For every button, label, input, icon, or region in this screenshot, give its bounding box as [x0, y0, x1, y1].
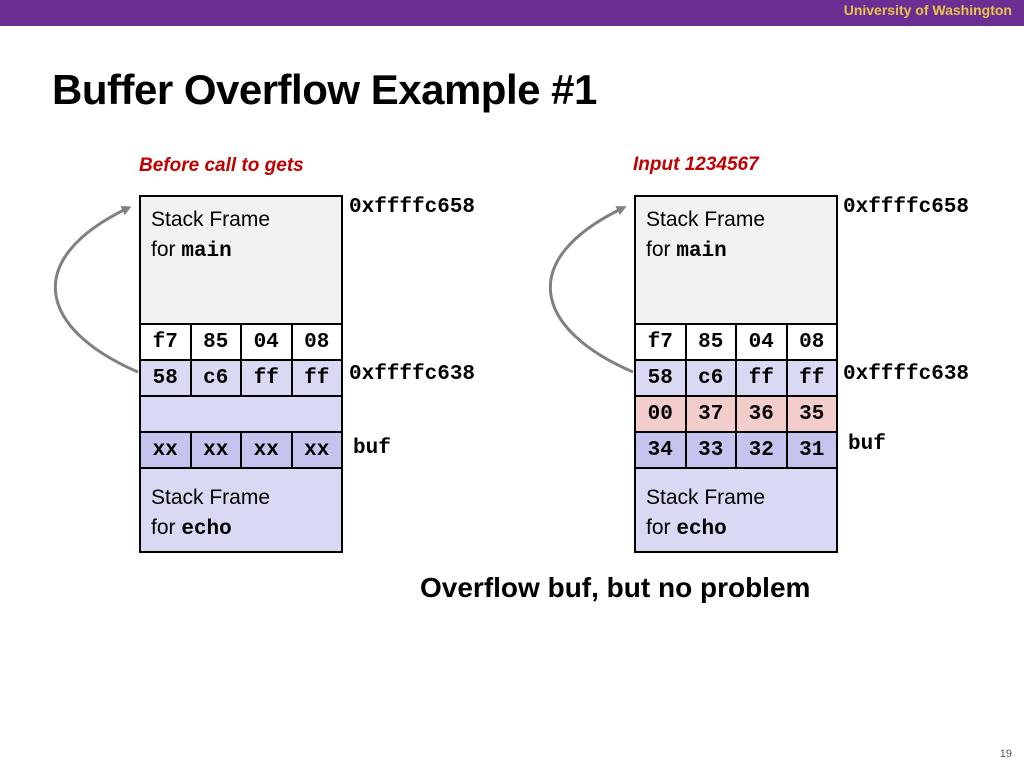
left-byte: c6 — [192, 361, 242, 395]
right-byte: 37 — [687, 397, 737, 431]
left-arrow — [53, 206, 139, 374]
right-byte: 00 — [636, 397, 687, 431]
right-buf-row: 34 33 32 31 — [636, 433, 836, 469]
left-byte: xx — [141, 433, 192, 467]
right-byte: 36 — [737, 397, 788, 431]
left-caption: Before call to gets — [139, 155, 304, 176]
right-row-2: 58 c6 ff ff — [636, 361, 836, 397]
left-main-frame: Stack Frame for main — [141, 197, 341, 325]
left-byte: xx — [192, 433, 242, 467]
page-number: 19 — [999, 748, 1012, 760]
left-main-frame-prefix: for — [151, 238, 182, 261]
right-echo-frame-code: echo — [676, 518, 727, 541]
left-byte: 08 — [304, 330, 330, 354]
overflow-note: Overflow buf, but no problem — [420, 572, 811, 603]
right-addr-top: 0xffffc658 — [843, 196, 970, 219]
right-byte: 34 — [636, 433, 687, 467]
left-byte: xx — [304, 438, 330, 462]
left-echo-frame-prefix: for — [151, 516, 182, 539]
left-byte: xx — [242, 433, 293, 467]
right-byte: 58 — [636, 361, 687, 395]
left-byte: 58 — [141, 361, 192, 395]
right-arrow — [548, 206, 634, 374]
left-addr-mid: 0xffffc638 — [349, 363, 476, 386]
right-main-frame: Stack Frame for main — [636, 197, 836, 325]
right-byte: c6 — [687, 361, 737, 395]
right-byte: 35 — [799, 402, 825, 426]
right-caption: Input 1234567 — [633, 154, 759, 175]
left-byte: f7 — [141, 325, 192, 359]
left-main-frame-line1: Stack Frame — [151, 208, 271, 231]
right-byte: ff — [737, 361, 788, 395]
left-byte: 85 — [192, 325, 242, 359]
left-echo-frame-line1: Stack Frame — [151, 486, 271, 509]
left-byte: 04 — [242, 325, 293, 359]
left-byte: ff — [304, 366, 330, 390]
right-addr-mid: 0xffffc638 — [843, 363, 970, 386]
right-echo-frame-prefix: for — [646, 516, 677, 539]
top-bar: University of Washington — [0, 0, 1024, 26]
right-echo-frame: Stack Frame for echo — [636, 469, 836, 551]
right-byte: 32 — [737, 433, 788, 467]
left-buf-label: buf — [353, 437, 391, 460]
right-byte: ff — [799, 366, 825, 390]
right-row-1: f7 85 04 08 — [636, 325, 836, 361]
left-echo-frame-code: echo — [181, 518, 232, 541]
university-label: University of Washington — [843, 2, 1012, 18]
left-addr-top: 0xffffc658 — [349, 196, 476, 219]
right-main-frame-code: main — [676, 240, 727, 263]
right-byte: f7 — [636, 325, 687, 359]
left-stack: Stack Frame for main f7 85 04 08 58 c6 f… — [139, 195, 343, 553]
right-main-frame-prefix: for — [646, 238, 677, 261]
right-stack: Stack Frame for main f7 85 04 08 58 c6 f… — [634, 195, 838, 553]
right-byte: 31 — [799, 438, 825, 462]
left-echo-frame: Stack Frame for echo — [141, 469, 341, 551]
left-byte: ff — [242, 361, 293, 395]
left-main-frame-code: main — [181, 240, 232, 263]
left-row-2: 58 c6 ff ff — [141, 361, 341, 397]
left-row-1: f7 85 04 08 — [141, 325, 341, 361]
right-echo-frame-line1: Stack Frame — [646, 486, 766, 509]
right-byte: 85 — [687, 325, 737, 359]
right-byte: 08 — [799, 330, 825, 354]
left-empty-row — [141, 397, 341, 433]
right-byte: 33 — [687, 433, 737, 467]
right-main-frame-line1: Stack Frame — [646, 208, 766, 231]
slide-title: Buffer Overflow Example #1 — [52, 66, 597, 113]
right-buf-label: buf — [848, 433, 886, 456]
right-byte: 04 — [737, 325, 788, 359]
left-buf-row: xx xx xx xx — [141, 433, 341, 469]
right-overwritten-row: 00 37 36 35 — [636, 397, 836, 433]
